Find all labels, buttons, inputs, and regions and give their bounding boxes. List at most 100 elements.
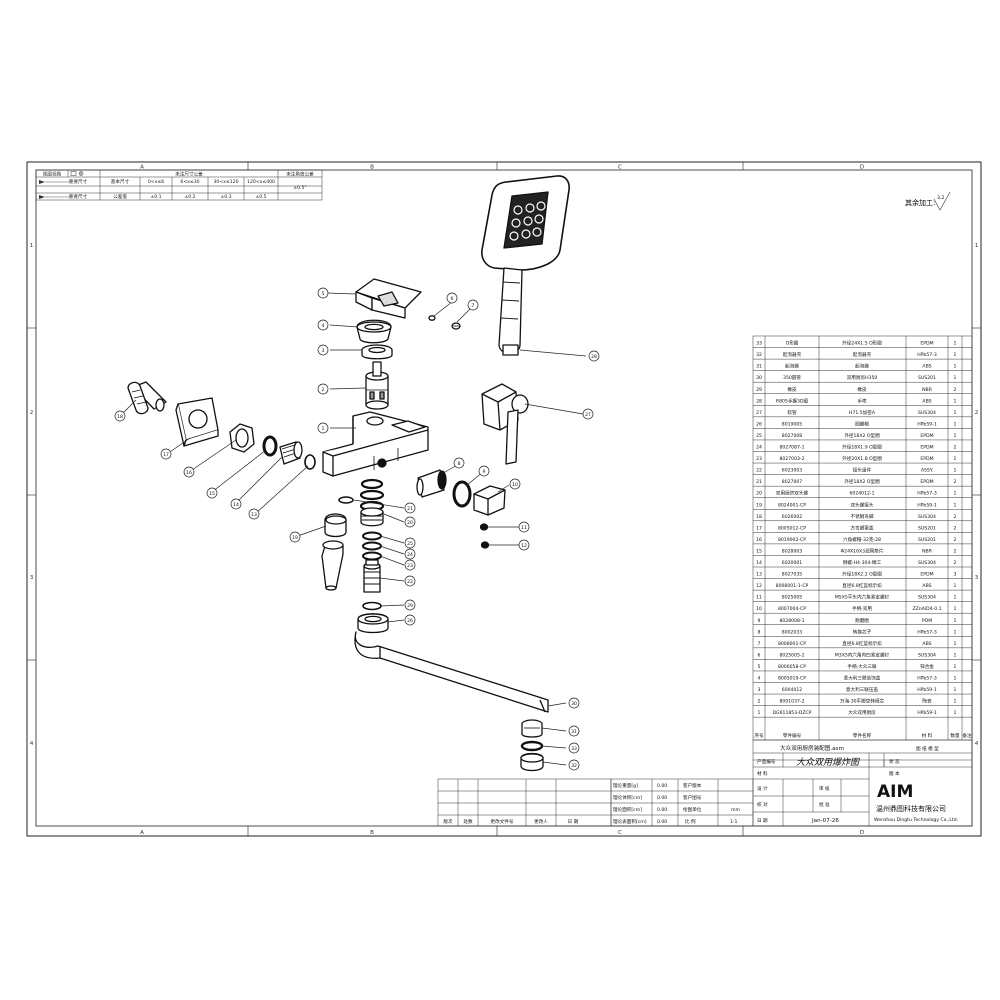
bom-cell-material: EPDM <box>920 445 933 451</box>
bom-cell-material: HPb59-1 <box>917 687 937 693</box>
bom-cell-material: EPDM <box>920 572 933 578</box>
bom-cell-material: SUS201 <box>918 375 936 381</box>
part-27-hose-holder <box>481 383 529 465</box>
surface-finish-note: 其余加工: 3.2 <box>905 191 951 211</box>
balloon-23: 23 <box>407 563 413 569</box>
customer-drawing-label: 客户图号 <box>683 794 702 801</box>
part-19-hose-tail <box>321 540 344 591</box>
bom-cell-qty: 1 <box>954 699 957 705</box>
bom-cell-name: 六角螺帽-32克-28 <box>843 536 881 543</box>
date-label: 日 期 <box>757 818 768 824</box>
part-9-wear-ring <box>452 480 472 508</box>
bom-cell-qty: 2 <box>954 548 957 554</box>
balloon-25: 25 <box>407 541 413 547</box>
part-16-hex-nut <box>229 423 255 453</box>
bom-cell-code: O形圈 <box>786 340 799 347</box>
part-32-aerator-shell <box>520 752 544 772</box>
customer-version-label: 客户版本 <box>683 782 702 789</box>
bom-cell-qty: 1 <box>954 375 957 381</box>
bom-header-material: 材 料 <box>922 732 933 739</box>
part-4-decor-cap <box>356 319 392 344</box>
bom-cell-name: 外径18X2 O型圈 <box>844 478 880 485</box>
bom-cell-qty: 3 <box>954 572 957 578</box>
bom-cell-no: 30 <box>756 375 762 381</box>
bom-cell-qty: 1 <box>954 710 957 716</box>
bom-cell-no: 32 <box>756 352 762 358</box>
bom-cell-code: 8006058-CP <box>778 664 806 670</box>
bom-header-code: 零件编号 <box>783 732 802 739</box>
arrow-marker-icon-2 <box>39 195 45 199</box>
area-label: 理论面积[cm] <box>613 806 642 813</box>
bom-cell-material: ABS <box>922 641 931 647</box>
bom-cell-no: 28 <box>756 398 762 404</box>
bom-cell-code: 8024001-CP <box>778 502 806 508</box>
bom-cell-name: 接头组件 <box>853 467 872 474</box>
bom-cell-code: 8028003 <box>782 548 803 554</box>
approve-label: 批 准 <box>819 801 830 808</box>
company-name-cn: 温州鼎图科技有限公司 <box>876 804 946 813</box>
bom-cell-qty: 2 <box>954 537 957 543</box>
bom-cell-code: 8028008-1 <box>779 618 804 624</box>
bom-cell-no: 5 <box>758 664 761 670</box>
range-4: 120<x≤400 <box>247 179 275 185</box>
bom-cell-material: HPb59-1 <box>917 502 937 508</box>
part-31-aerator <box>521 719 543 738</box>
range-3: 30<x≤120 <box>213 179 238 185</box>
bom-cell-code: 8025005 <box>782 595 803 601</box>
bom-cell-code: 8005019-CP <box>778 676 806 682</box>
surface-value: 3.2 <box>937 195 944 201</box>
balloon-26: 26 <box>407 618 413 624</box>
weight-value: 0.00 <box>657 783 667 789</box>
part-10-small-handle <box>473 485 506 516</box>
bom-cell-qty: 1 <box>954 629 957 635</box>
revision-header-person: 更改人 <box>534 818 548 825</box>
balloon-17: 17 <box>163 452 169 458</box>
surface-note-text: 其余加工: <box>905 198 935 207</box>
part-11-setscrew <box>479 523 489 531</box>
bom-cell-qty: 1 <box>954 664 957 670</box>
bom-cell-qty: 1 <box>954 341 957 347</box>
review-label: 审 核 <box>819 785 830 792</box>
bom-cell-no: 13 <box>756 572 762 578</box>
balloon-15: 15 <box>209 491 215 497</box>
balloon-29: 29 <box>407 603 413 609</box>
drawing-type-label: 图 纸 模 型 <box>916 745 939 752</box>
area-value: 0.00 <box>657 807 667 813</box>
bom-cell-qty: 1 <box>954 433 957 439</box>
balloon-5: 5 <box>322 291 325 297</box>
bom-cell-qty: 2 <box>954 387 957 393</box>
balloon-1: 1 <box>322 426 325 432</box>
revision-header-doc: 更改文件号 <box>491 818 514 825</box>
bom-cell-no: 21 <box>756 479 762 485</box>
bom-cell-name: 意大利三联装饰盖 <box>844 675 881 682</box>
bom-cell-qty: 2 <box>954 479 957 485</box>
bom-cell-qty: 1 <box>954 502 957 508</box>
bom-cell-name: 外径20X1.8 O型圈 <box>842 455 882 462</box>
bom-cell-qty: 1 <box>954 456 957 462</box>
balloons <box>114 287 600 771</box>
view-label: 视图视角 <box>43 171 62 178</box>
bom-cell-name: 不锈钢弯脚 <box>851 513 874 520</box>
balloon-10: 10 <box>512 482 518 488</box>
bom-cell-material: ABS <box>922 583 931 589</box>
row-label-2-left: 2 <box>30 410 34 416</box>
bom-cell-qty: 2 <box>954 445 957 451</box>
arrow-marker-icon <box>39 180 45 184</box>
bom-cell-name: 橡皮 <box>857 386 867 393</box>
bom-cell-no: 4 <box>758 676 761 682</box>
bom-cell-no: 2 <box>758 699 761 705</box>
bom-cell-code: 8019005 <box>782 421 803 427</box>
bom-cell-no: 29 <box>756 387 762 393</box>
balloon-9: 9 <box>483 469 486 475</box>
bom-cell-code: 8027003-2 <box>779 456 804 462</box>
bom-cell-material: SUS201 <box>918 537 936 543</box>
bom-cell-material: EPDM <box>920 479 933 485</box>
scale-label: 比 例 <box>685 818 696 825</box>
company-name-en: Wenzhou Dingtu Technology Co.,Ltd. <box>874 817 958 823</box>
bom-cell-qty: 1 <box>954 491 957 497</box>
